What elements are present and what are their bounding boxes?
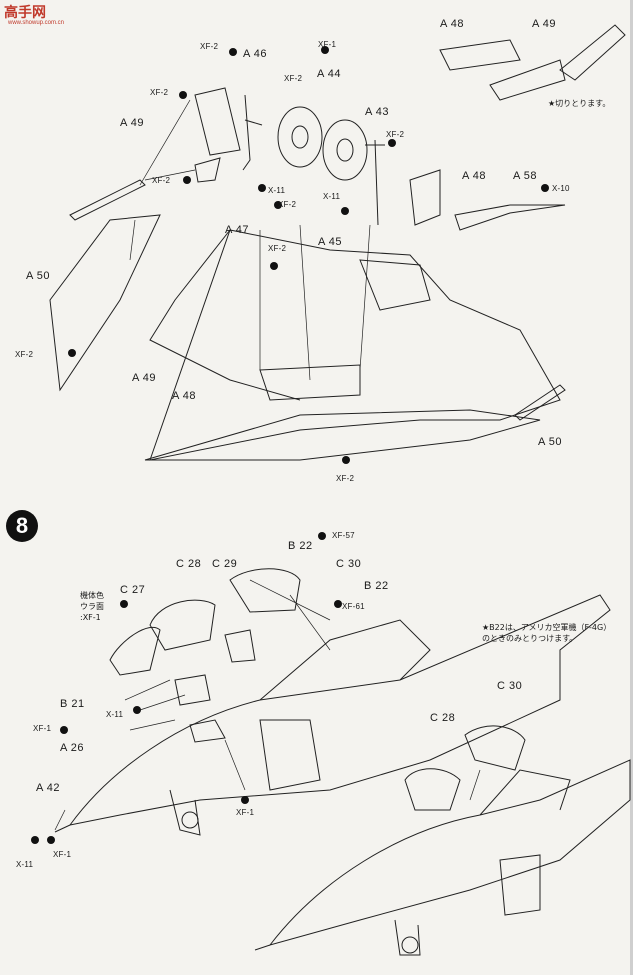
label-xf1: XF-1 — [53, 850, 72, 859]
label-xf1: XF-1 — [33, 724, 52, 733]
note-body-color: 機体色 — [80, 591, 104, 600]
note-xf1: :XF-1 — [80, 613, 101, 622]
c30-canopy-b — [464, 725, 526, 771]
note-b22-line2: のときのみとりつけます。 — [482, 634, 578, 643]
a50-right-pylon — [514, 384, 566, 421]
label-x11: X-11 — [16, 860, 34, 869]
c29-part — [224, 629, 256, 663]
a48-part-topright — [439, 39, 521, 71]
c28-canopy-b — [404, 768, 461, 811]
label-c28: C 28 — [176, 558, 202, 570]
label-xf2: XF-2 — [150, 88, 169, 97]
label-xf2: XF-2 — [336, 474, 355, 483]
label-xf2: XF-2 — [152, 176, 171, 185]
label-xf2: XF-2 — [284, 74, 303, 83]
label-c29: C 29 — [212, 558, 238, 570]
top-wing — [144, 409, 541, 461]
a49-part-topright — [489, 59, 566, 101]
a44-wheel-left — [277, 106, 323, 168]
label-x11: X-11 — [323, 192, 341, 201]
label-a43: A 43 — [365, 106, 390, 118]
label-xf1: XF-1 — [318, 40, 337, 49]
label-b22: B 22 — [288, 540, 313, 552]
label-a44: A 44 — [317, 68, 342, 80]
label-x10: X-10 — [552, 184, 570, 193]
c27-canopy — [109, 626, 161, 676]
label-c28: C 28 — [430, 712, 456, 724]
a46-strut — [242, 94, 251, 171]
label-b21: B 21 — [60, 698, 85, 710]
a49-panel — [194, 87, 241, 156]
note-b22-line1: ★B22は、アメリカ空軍機（F-4G） — [482, 623, 612, 632]
label-a48-topright: A 48 — [440, 18, 465, 30]
label-a48: A 48 — [172, 390, 197, 402]
note-underside: ウラ面 — [80, 602, 104, 611]
a26-part — [174, 674, 211, 706]
label-x11: X-11 — [268, 186, 286, 195]
label-a50: A 50 — [538, 436, 563, 448]
label-c30: C 30 — [497, 680, 523, 692]
c28-canopy-a — [149, 599, 216, 651]
label-a49-topright: A 49 — [532, 18, 557, 30]
label-xf1: XF-1 — [236, 808, 255, 817]
watermark-logo: 高手网 — [4, 5, 46, 21]
label-c30: C 30 — [336, 558, 362, 570]
label-a42: A 42 — [36, 782, 61, 794]
knife-icon — [559, 24, 626, 81]
aircraft-fuselage — [68, 594, 611, 826]
label-a49: A 49 — [120, 117, 145, 129]
a58-probe — [454, 204, 566, 231]
label-xf2: XF-2 — [200, 42, 219, 51]
watermark-url: www.showup.com.cn — [8, 20, 65, 26]
step-number-badge: 8 — [6, 510, 38, 542]
aircraft-fuselage-2 — [268, 759, 631, 946]
c30-canopy-a — [229, 568, 301, 613]
label-a50: A 50 — [26, 270, 51, 282]
label-a45: A 45 — [318, 236, 343, 248]
label-xf57: XF-57 — [332, 531, 355, 540]
page-edge — [630, 0, 633, 975]
label-xf2: XF-2 — [268, 244, 287, 253]
a43-strut — [374, 139, 379, 226]
a48-door — [409, 169, 441, 226]
label-a48: A 48 — [462, 170, 487, 182]
top-fuselage — [149, 229, 561, 461]
a50-left-pylon — [69, 179, 146, 221]
label-b22: B 22 — [364, 580, 389, 592]
note-cut: ★切りとります。 — [548, 99, 611, 108]
label-x11: X-11 — [106, 710, 124, 719]
label-c27: C 27 — [120, 584, 146, 596]
label-a47: A 47 — [225, 224, 250, 236]
label-a26: A 26 — [60, 742, 85, 754]
label-a49: A 49 — [132, 372, 157, 384]
label-xf2: XF-2 — [386, 130, 405, 139]
label-xf2: XF-2 — [15, 350, 34, 359]
label-a58: A 58 — [513, 170, 538, 182]
label-xf61: XF-61 — [342, 602, 365, 611]
label-a46: A 46 — [243, 48, 268, 60]
a44-wheel-right — [322, 119, 368, 181]
label-xf2: XF-2 — [278, 200, 297, 209]
